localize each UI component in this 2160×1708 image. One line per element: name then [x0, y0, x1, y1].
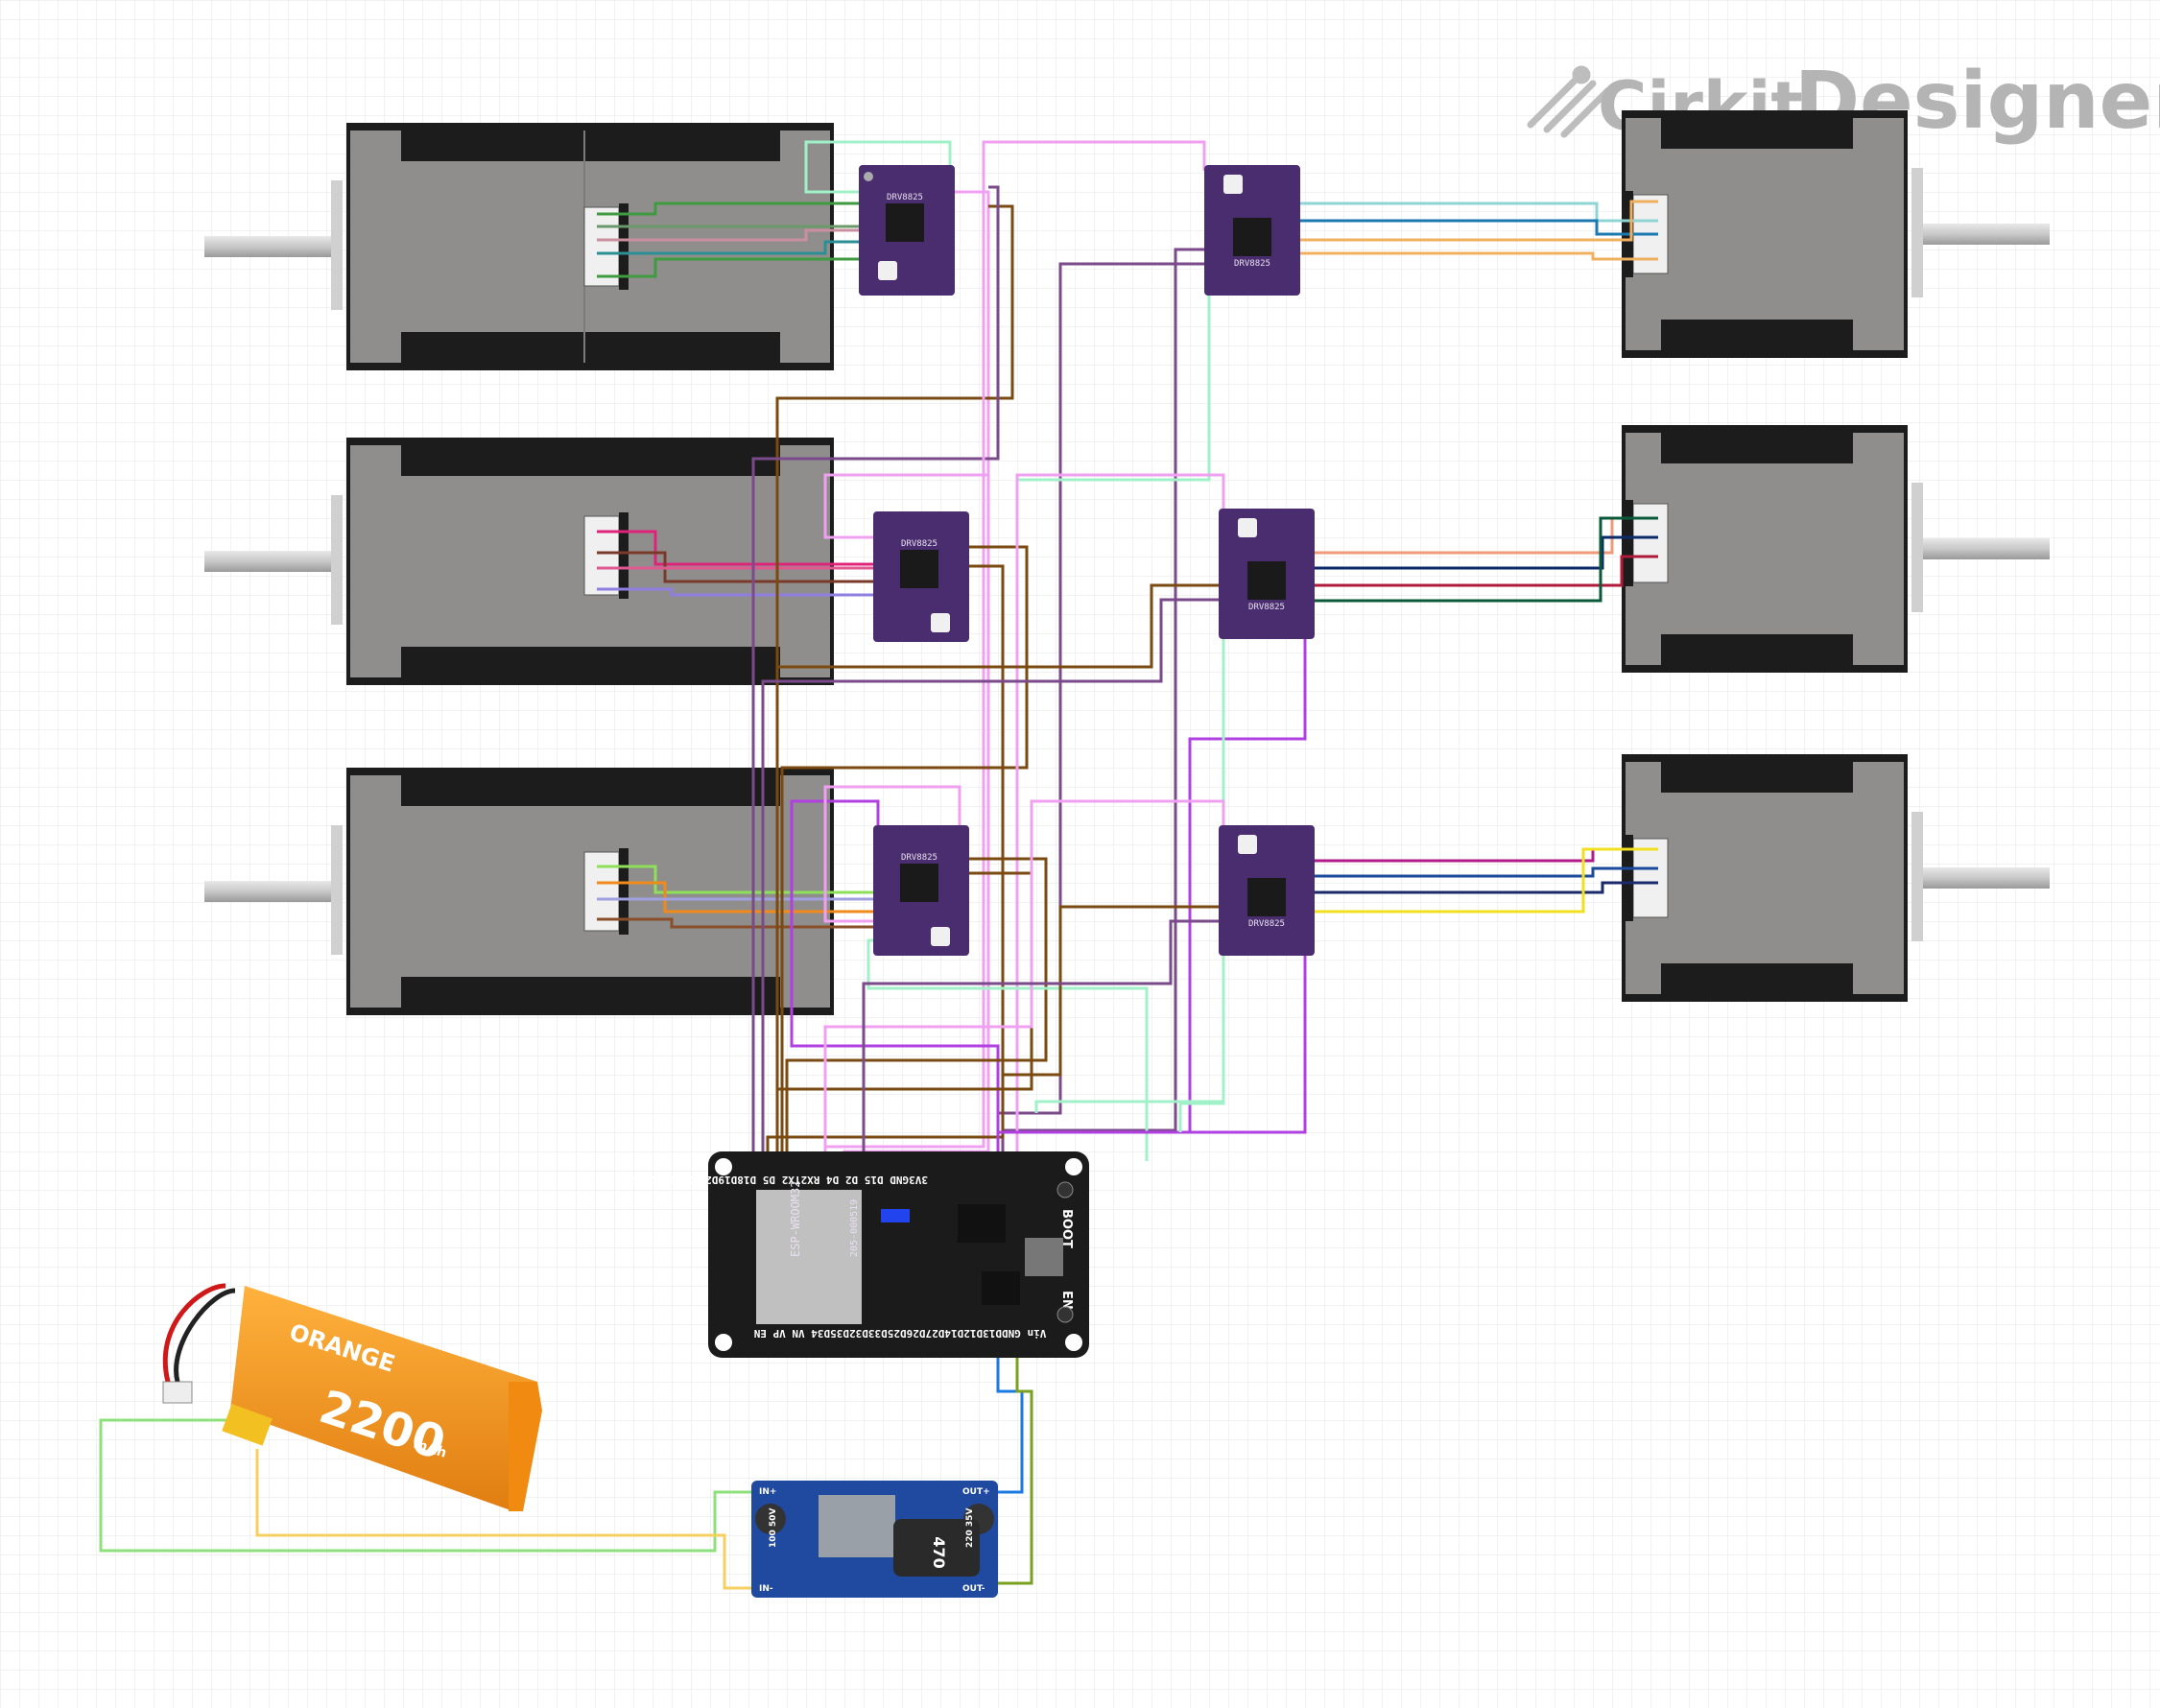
stepper-motor-right-2[interactable] [1622, 425, 2050, 673]
esp32-bottom-pin-labels: Vin GNDD13D12D14D27D26D25D33D32D35D34 VN… [754, 1327, 1047, 1340]
wires [99, 140, 1658, 1590]
driver-label: DRV8825 [887, 193, 923, 202]
drv8825-driver-5[interactable]: DRV8825 [873, 825, 969, 956]
buck-converter[interactable]: 470 IN+ IN- OUT+ OUT- 100 50V 220 35V [751, 1481, 998, 1598]
drv8825-driver-6[interactable]: DRV8825 [1219, 825, 1315, 956]
driver-label: DRV8825 [1248, 603, 1285, 612]
buck-cap-right-label: 220 35V [965, 1508, 975, 1548]
esp32-cert-label: 205-000519 [849, 1199, 860, 1257]
buck-out-minus-label: OUT- [962, 1584, 985, 1594]
buck-inductor-label: 470 [930, 1536, 948, 1568]
esp32-boot-label: BOOT [1059, 1209, 1074, 1248]
buck-cap-left-label: 100 50V [769, 1508, 778, 1548]
drv8825-driver-1[interactable]: DRV8825 [859, 165, 955, 296]
buck-out-plus-label: OUT+ [962, 1487, 990, 1497]
drv8825-driver-4[interactable]: DRV8825 [1219, 509, 1315, 639]
drv8825-driver-2[interactable]: DRV8825 [1204, 165, 1300, 296]
stepper-motor-right-3[interactable] [1622, 754, 2050, 1002]
esp32-board[interactable]: 3V3GND D15 D2 D4 RX2TX2 D5 D18D19D21RX0T… [623, 1151, 1089, 1358]
driver-label: DRV8825 [901, 539, 938, 549]
drv8825-driver-3[interactable]: DRV8825 [873, 511, 969, 642]
stepper-motor-left-1[interactable] [204, 123, 834, 370]
buck-in-plus-label: IN+ [759, 1487, 776, 1497]
driver-label: DRV8825 [1248, 919, 1285, 929]
esp32-en-label: EN [1059, 1291, 1074, 1310]
driver-label: DRV8825 [901, 853, 938, 863]
lipo-battery[interactable]: ORANGE 2200 mAh [162, 1283, 542, 1511]
esp32-module-label: ESP-WROOM32 [789, 1181, 802, 1257]
cirkit-logo-icon [1527, 65, 1611, 138]
balance-connector [162, 1381, 193, 1404]
stepper-motor-right-1[interactable] [1622, 110, 2050, 358]
motor-shaft [204, 236, 339, 257]
buck-in-minus-label: IN- [759, 1584, 773, 1594]
driver-label: DRV8825 [1234, 259, 1270, 269]
esp32-top-pin-labels: 3V3GND D15 D2 D4 RX2TX2 D5 D18D19D21RX0T… [623, 1174, 928, 1186]
